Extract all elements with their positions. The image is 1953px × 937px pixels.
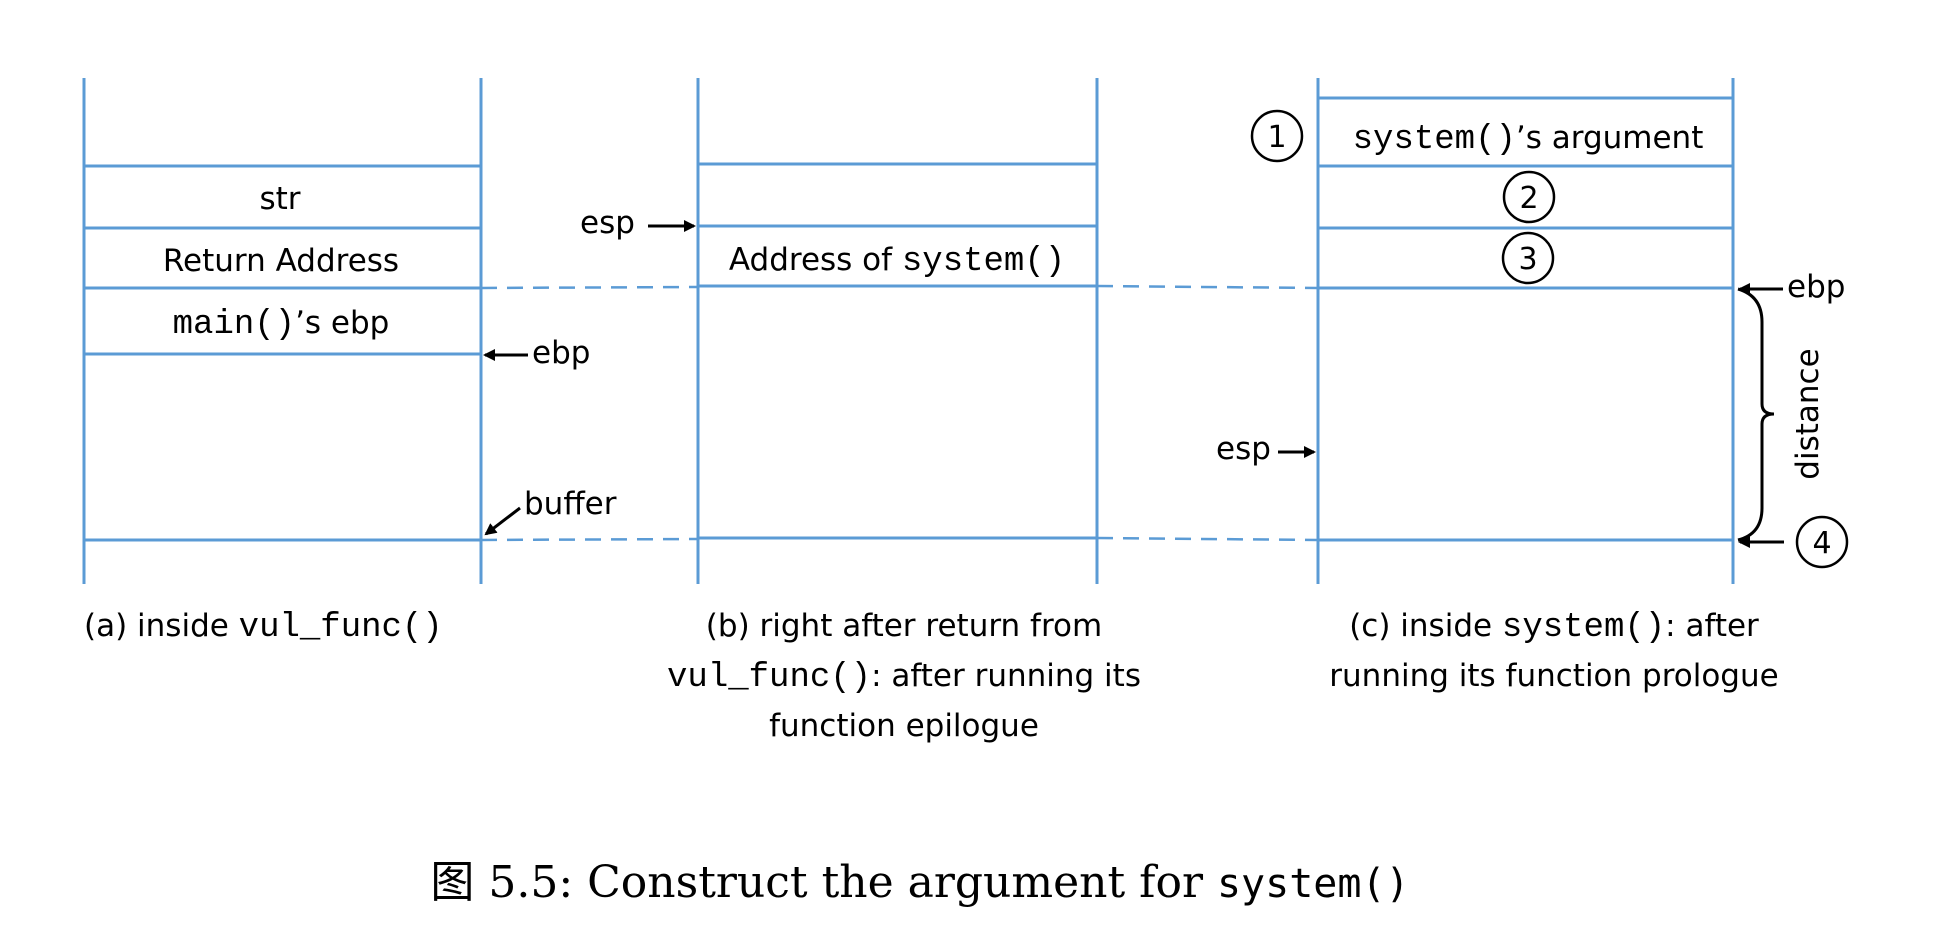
stack-b-caption-line2: vul_func(): after running its: [667, 658, 1141, 697]
stack-a-cell-main-ebp: main()’s ebp: [173, 305, 390, 344]
stack-c: 1 system()’s argument 2 3 ebp esp distan…: [1216, 78, 1849, 694]
stack-a-buffer-label: buffer: [524, 486, 617, 522]
stack-c-caption-rest: : after: [1665, 608, 1759, 644]
stack-c-caption-line1: (c) inside system(): after: [1349, 608, 1759, 647]
stack-b-cell-address-of-system: Address of system(): [729, 242, 1065, 281]
stack-a-ebp-label: ebp: [532, 335, 590, 371]
figure-caption-prefix: 图 5.5: Construct the argument for: [430, 857, 1217, 908]
stack-a-caption-mono: vul_func(): [239, 609, 443, 647]
stack-b-caption-line3: function epilogue: [769, 708, 1039, 744]
figure-caption: 图 5.5: Construct the argument for system…: [430, 857, 1409, 908]
stack-b-caption-rest: : after running its: [871, 658, 1141, 694]
stack-a-cell-return-address: Return Address: [163, 243, 399, 279]
figure-caption-mono: system(): [1217, 861, 1410, 907]
stack-c-marker-4-text: 4: [1812, 526, 1831, 561]
stack-c-caption-prefix: (c) inside: [1349, 608, 1502, 644]
address-of-prefix: Address of: [729, 242, 902, 278]
dashed-connector-bottom-ab: [480, 537, 699, 542]
stack-c-marker-3: [1501, 231, 1555, 285]
stack-a-caption: (a) inside vul_func(): [84, 608, 443, 647]
stack-c-marker-1-text: 1: [1267, 120, 1286, 155]
stack-c-marker-2: [1502, 170, 1556, 224]
dashed-connector-bottom-bc: [1096, 536, 1319, 542]
main-mono: main(): [173, 306, 295, 344]
stack-b: esp Address of system() (b) right after …: [580, 78, 1141, 744]
stack-c-marker-4: [1795, 515, 1849, 569]
stack-c-marker-2-text: 2: [1519, 181, 1538, 216]
stack-b-caption-mono: vul_func(): [667, 659, 871, 697]
system-mono: system(): [902, 243, 1065, 281]
stack-c-marker-1: [1250, 109, 1304, 163]
dashed-connectors: [480, 284, 1319, 542]
stack-c-esp-label: esp: [1216, 431, 1271, 467]
stack-c-distance-brace: [1737, 287, 1775, 542]
stack-c-marker-3-text: 3: [1518, 242, 1537, 277]
stack-a-cell-str: str: [259, 181, 300, 217]
stack-b-esp-label: esp: [580, 205, 635, 241]
stack-a-buffer-arrow: [484, 506, 521, 536]
stack-a-caption-prefix: (a) inside: [84, 608, 239, 644]
ebp-suffix: ’s ebp: [295, 305, 389, 341]
stack-b-caption-line1: (b) right after return from: [706, 608, 1102, 644]
stack-c-cell-system-argument: system()’s argument: [1353, 120, 1704, 159]
system-arg-mono: system(): [1353, 121, 1516, 159]
stack-c-caption-mono: system(): [1502, 609, 1665, 647]
dashed-connector-top-ab: [480, 285, 699, 290]
stack-c-ebp-label: ebp: [1787, 269, 1845, 305]
stack-a: str Return Address main()’s ebp ebp buff…: [82, 78, 617, 647]
dashed-connector-top-bc: [1096, 284, 1319, 290]
stack-c-caption-line2: running its function prologue: [1329, 658, 1778, 694]
system-arg-suffix: ’s argument: [1516, 120, 1703, 156]
stack-c-distance-label: distance: [1790, 348, 1826, 479]
